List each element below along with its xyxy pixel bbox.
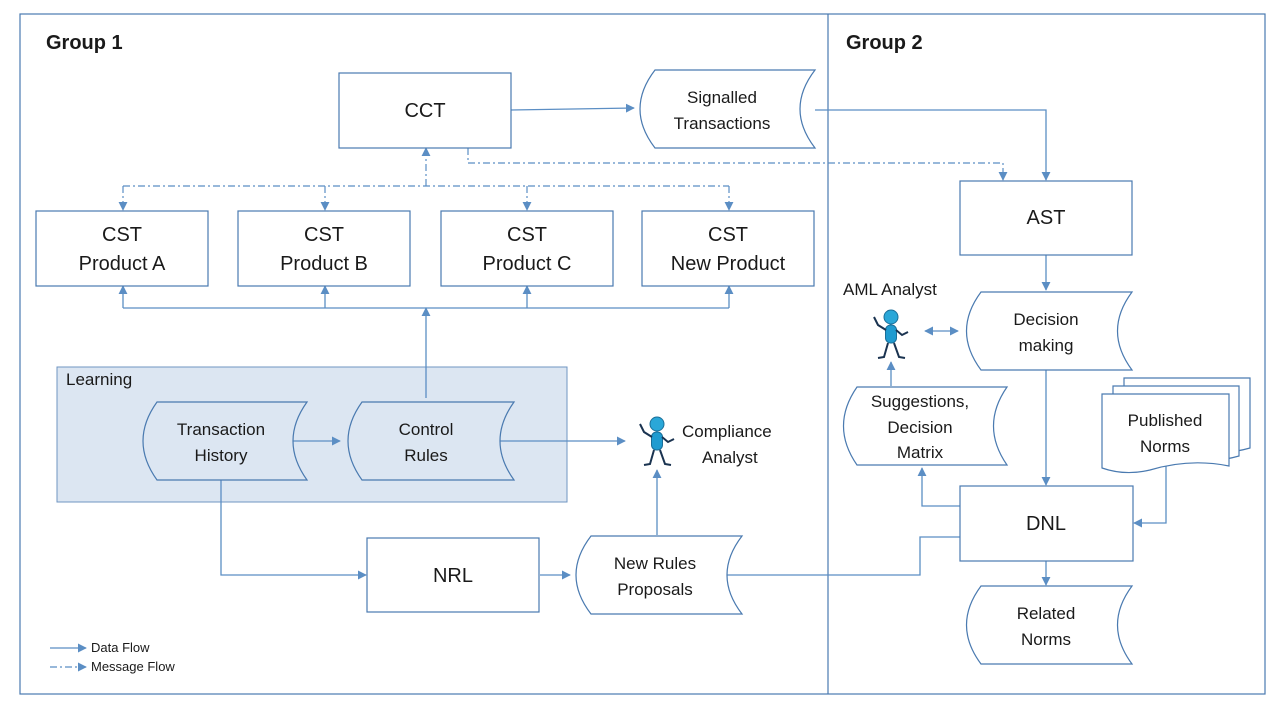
svg-text:History: History [195, 446, 248, 465]
svg-text:Norms: Norms [1021, 630, 1071, 649]
outer-frame [19, 13, 1266, 695]
published-norms-document: Published Norms [1101, 377, 1251, 474]
svg-text:AST: AST [1027, 207, 1066, 229]
msg-cct-to-ast [467, 148, 1008, 181]
cst-product-a-box: CST Product A [35, 210, 209, 287]
stick-figure-icon [639, 416, 675, 466]
learning-label: Learning [66, 370, 132, 389]
svg-text:Control: Control [399, 420, 454, 439]
svg-text:Compliance: Compliance [682, 422, 772, 441]
svg-text:New Product: New Product [671, 253, 786, 275]
svg-text:Transactions: Transactions [674, 114, 771, 133]
flow-dnl-to-proposals [716, 536, 960, 580]
svg-text:CCT: CCT [404, 100, 445, 122]
cst-new-product-box: CST New Product [641, 210, 815, 287]
svg-text:Published: Published [1128, 411, 1203, 430]
svg-text:Decision: Decision [1013, 310, 1078, 329]
svg-text:Analyst: Analyst [702, 448, 758, 467]
svg-text:CST: CST [102, 224, 142, 246]
related-norms-store: Related Norms [965, 585, 1134, 665]
svg-text:Signalled: Signalled [687, 88, 757, 107]
cct-box: CCT [338, 72, 512, 149]
svg-text:Decision: Decision [887, 418, 952, 437]
svg-text:CST: CST [708, 224, 748, 246]
svg-text:Matrix: Matrix [897, 443, 944, 462]
svg-text:Rules: Rules [404, 446, 447, 465]
svg-text:Product A: Product A [79, 253, 166, 275]
suggestions-decision-matrix-store: Suggestions, Decision Matrix [842, 386, 1009, 466]
stick-figure-icon [873, 309, 909, 359]
svg-text:CST: CST [507, 224, 547, 246]
dnl-box: DNL [959, 485, 1134, 562]
flow-norms-to-dnl [1133, 460, 1167, 528]
data-flows [118, 103, 1167, 586]
svg-text:Proposals: Proposals [617, 580, 693, 599]
svg-text:Product C: Product C [483, 253, 572, 275]
svg-text:Related: Related [1017, 604, 1076, 623]
flow-signalled-to-ast [815, 109, 1051, 181]
aml-analyst-actor: AML Analyst [843, 280, 937, 359]
svg-text:New Rules: New Rules [614, 554, 696, 573]
group2-label: Group 2 [846, 32, 923, 54]
transaction-history-store: Transaction History [142, 401, 309, 481]
decision-making-store: Decision making [965, 291, 1134, 371]
legend: Data Flow Message Flow [50, 640, 175, 674]
control-rules-store: Control Rules [347, 401, 516, 481]
svg-text:making: making [1019, 336, 1074, 355]
cst-product-b-box: CST Product B [237, 210, 411, 287]
message-flows [118, 147, 1008, 211]
svg-text:NRL: NRL [433, 565, 473, 587]
compliance-analyst-actor: Compliance Analyst [639, 416, 772, 467]
flow-cct-to-signalled [510, 103, 635, 113]
legend-data-flow-label: Data Flow [91, 640, 150, 655]
group1-label: Group 1 [46, 32, 123, 54]
svg-text:AML Analyst: AML Analyst [843, 280, 937, 299]
cst-product-c-box: CST Product C [440, 210, 614, 287]
svg-text:DNL: DNL [1026, 513, 1066, 535]
svg-text:CST: CST [304, 224, 344, 246]
ast-box: AST [959, 180, 1133, 256]
svg-text:Transaction: Transaction [177, 420, 265, 439]
flow-history-to-nrl [220, 480, 367, 580]
signalled-transactions-store: Signalled Transactions [639, 69, 817, 149]
svg-text:Product B: Product B [280, 253, 368, 275]
legend-message-flow-label: Message Flow [91, 659, 175, 674]
svg-text:Suggestions,: Suggestions, [871, 392, 969, 411]
flow-dnl-to-suggestions [917, 467, 960, 507]
svg-text:Norms: Norms [1140, 437, 1190, 456]
nrl-box: NRL [366, 537, 540, 613]
new-rules-proposals-store: New Rules Proposals [575, 535, 744, 615]
